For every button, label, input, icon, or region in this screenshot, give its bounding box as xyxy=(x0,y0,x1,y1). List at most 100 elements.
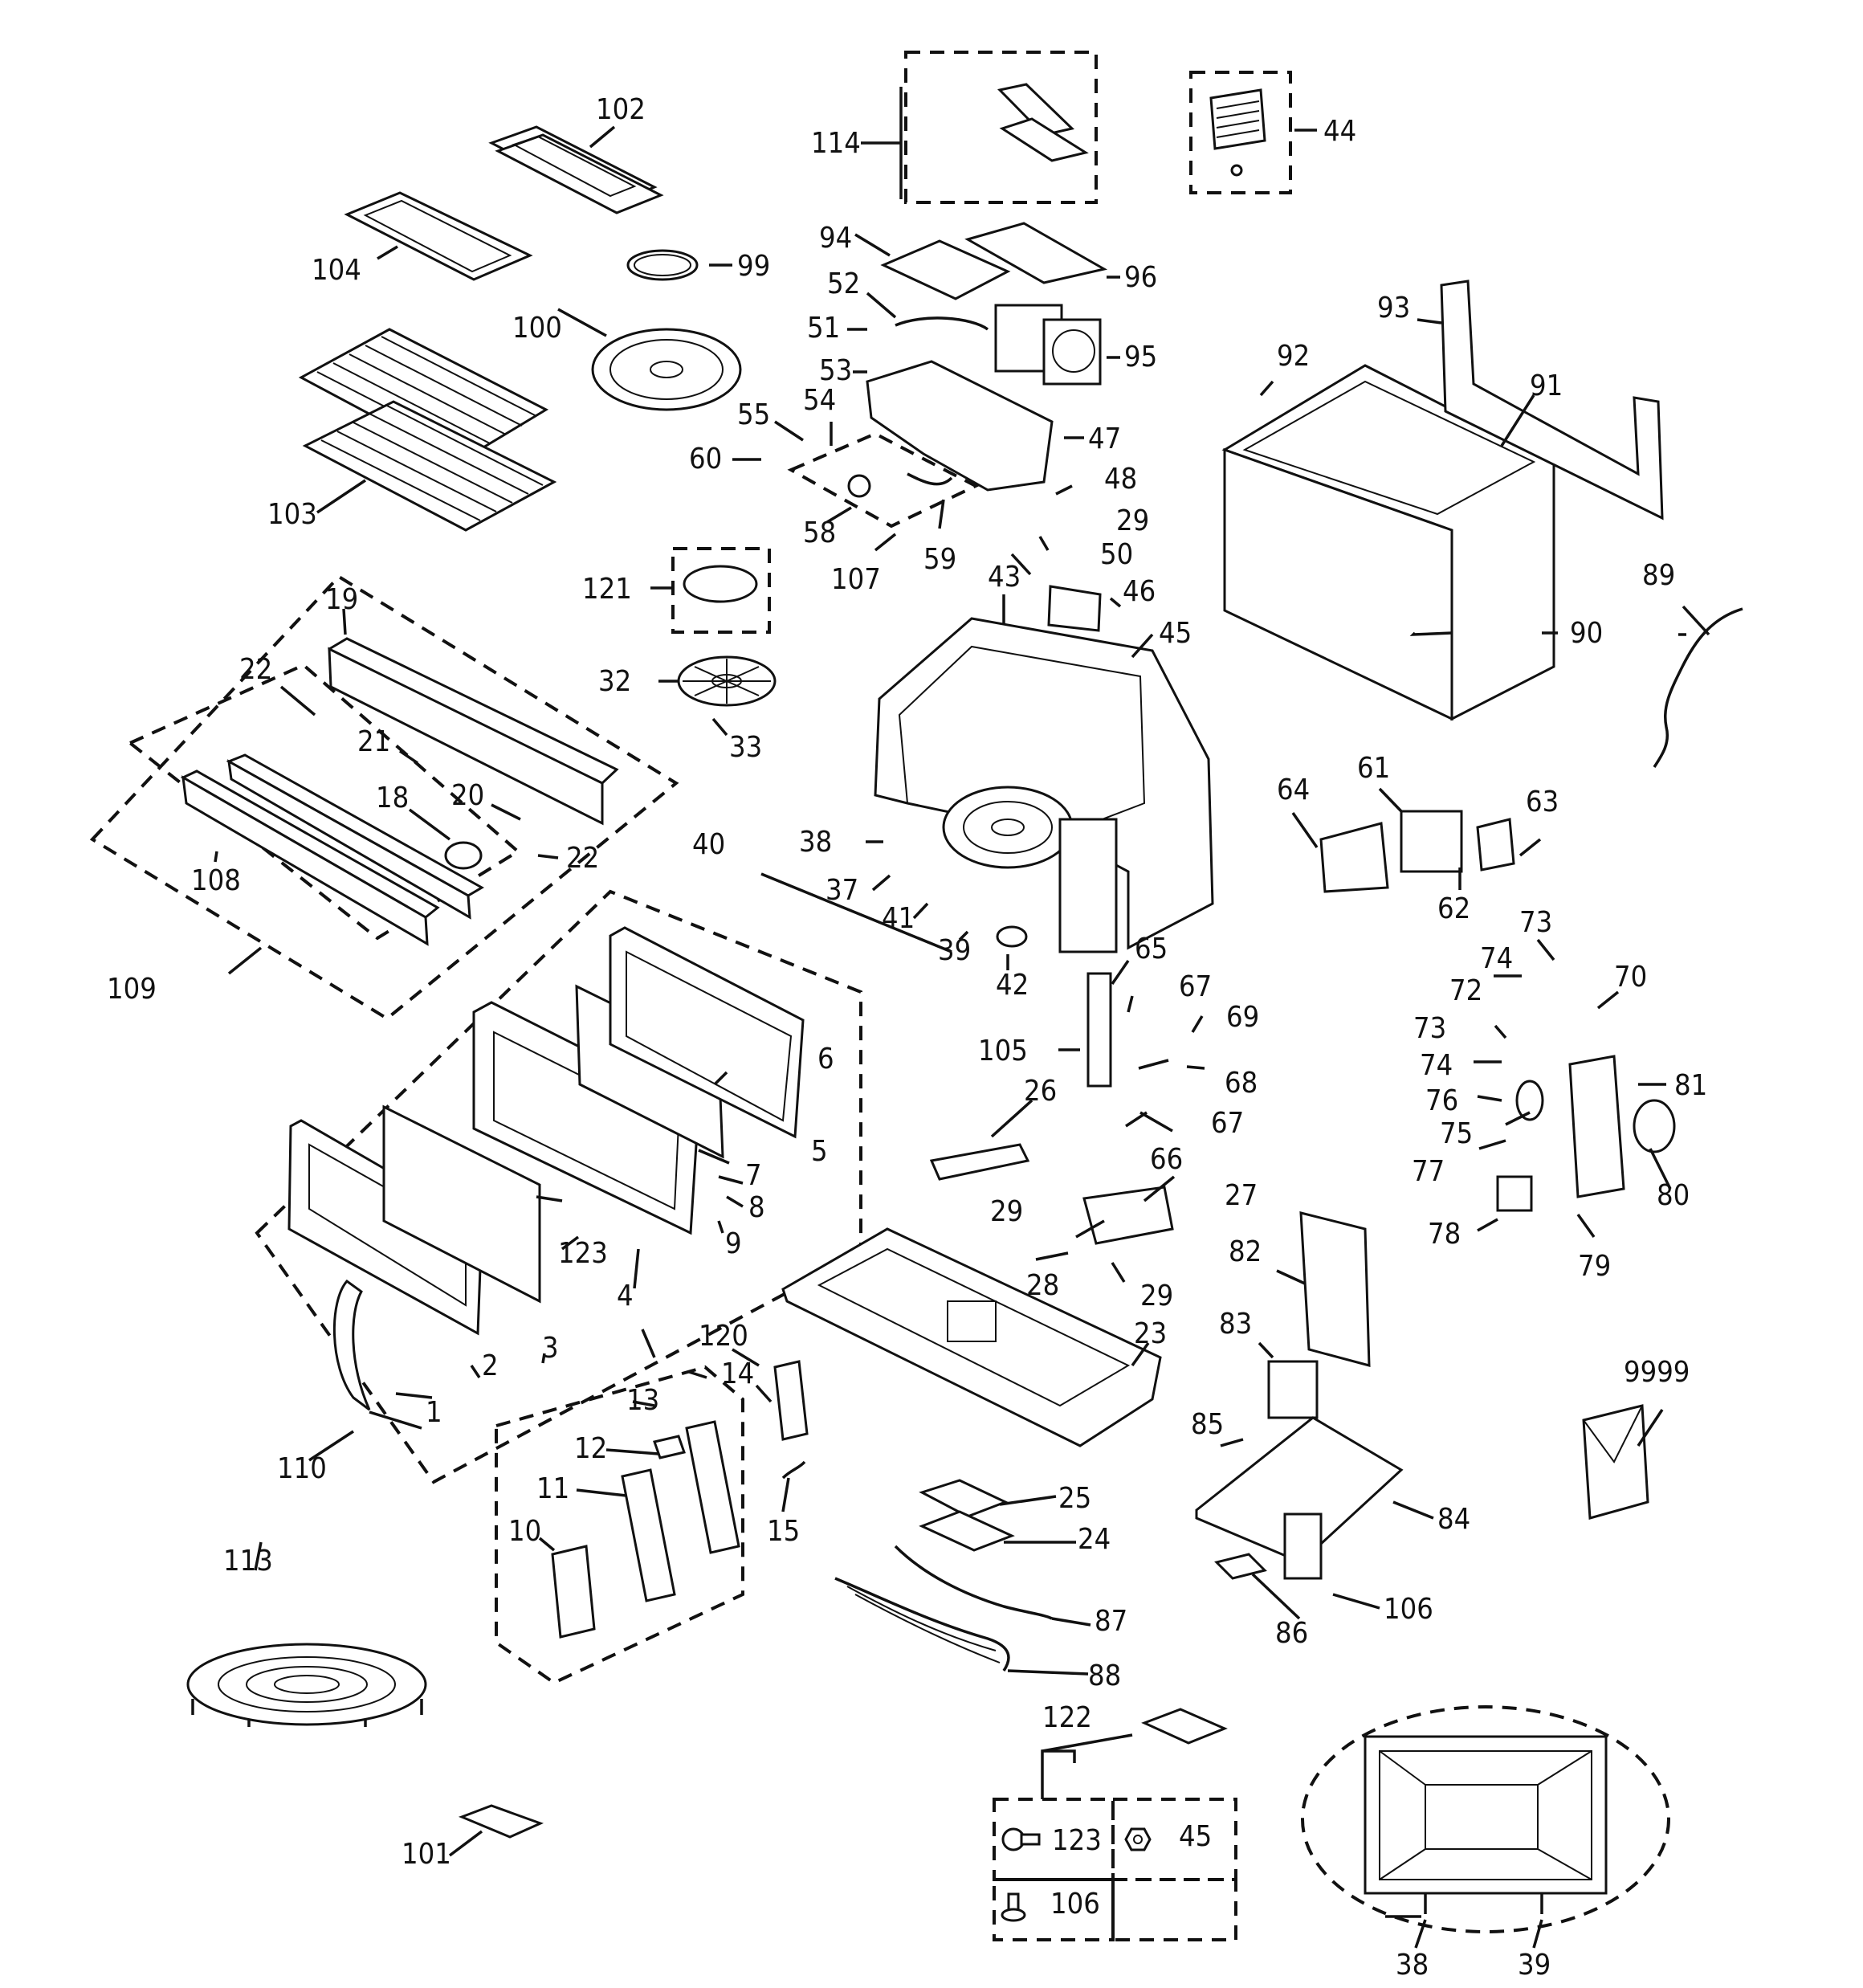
part-87-harness xyxy=(894,1545,1053,1620)
callout-48: 48 xyxy=(1104,463,1137,496)
callout-29b: 29 xyxy=(990,1195,1023,1228)
part-114-vent xyxy=(997,83,1089,162)
callout-32: 32 xyxy=(598,665,631,698)
callout-28: 28 xyxy=(1026,1269,1059,1302)
part-89-power-cord xyxy=(1653,607,1743,768)
part-70-bracket xyxy=(1568,1055,1625,1198)
callout-46: 46 xyxy=(1123,575,1156,608)
callout-106b: 106 xyxy=(1050,1888,1100,1921)
part-94-cover xyxy=(880,239,1011,300)
callout-40: 40 xyxy=(692,828,725,861)
leader-lines xyxy=(214,87,1710,1949)
callout-10: 10 xyxy=(508,1515,541,1548)
callout-120: 120 xyxy=(699,1320,748,1353)
callout-51: 51 xyxy=(807,312,840,345)
part-42-motor xyxy=(996,925,1028,948)
callout-122: 122 xyxy=(1042,1701,1092,1734)
callout-14: 14 xyxy=(721,1357,754,1390)
part-84-post xyxy=(1283,1512,1323,1580)
part-46-grille xyxy=(1047,585,1102,632)
part-40-rod xyxy=(760,872,952,953)
callout-105: 105 xyxy=(978,1035,1028,1067)
group-110-box xyxy=(255,889,862,1484)
callout-2: 2 xyxy=(482,1349,499,1382)
part-10-overlay xyxy=(551,1545,596,1639)
callout-55: 55 xyxy=(737,398,770,431)
callout-42: 42 xyxy=(996,969,1029,1002)
callout-103: 103 xyxy=(267,498,317,531)
part-95-fan-motor xyxy=(994,304,1102,386)
callout-41: 41 xyxy=(882,902,915,935)
callout-27: 27 xyxy=(1225,1179,1258,1212)
callout-8: 8 xyxy=(748,1191,765,1224)
part-100-turntable xyxy=(591,328,742,411)
callout-69: 69 xyxy=(1226,1001,1259,1034)
callout-45b: 45 xyxy=(1179,1820,1212,1853)
callout-1: 1 xyxy=(426,1396,442,1429)
part-main-cavity xyxy=(874,617,1214,953)
group-121-box xyxy=(671,547,771,634)
group-107-box xyxy=(787,431,980,529)
callout-47: 47 xyxy=(1088,423,1121,455)
part-104-filter-frame xyxy=(344,191,533,281)
callout-61: 61 xyxy=(1357,752,1390,785)
callout-83: 83 xyxy=(1219,1308,1252,1341)
callout-91: 91 xyxy=(1530,369,1563,402)
callout-106a: 106 xyxy=(1384,1593,1433,1626)
part-15-spring xyxy=(781,1460,806,1480)
callout-15: 15 xyxy=(767,1515,800,1548)
callout-85: 85 xyxy=(1191,1408,1224,1441)
callout-6: 6 xyxy=(817,1043,834,1076)
callout-123a: 123 xyxy=(558,1237,608,1270)
callout-19: 19 xyxy=(325,583,358,616)
callout-79: 79 xyxy=(1578,1250,1611,1283)
part-88-harness xyxy=(834,1577,1010,1672)
fastener-45-nut xyxy=(1124,1827,1152,1851)
part-121-coupler xyxy=(683,565,758,603)
callout-25: 25 xyxy=(1058,1482,1091,1515)
part-82-panel xyxy=(1299,1211,1371,1367)
part-9999-manual xyxy=(1582,1404,1649,1520)
part-64-waveguide xyxy=(1319,822,1389,893)
part-103-racks xyxy=(298,328,557,532)
group-109-box xyxy=(89,574,679,1021)
callout-53: 53 xyxy=(819,354,852,387)
part-18-knob xyxy=(444,841,483,870)
group-122-box-empty xyxy=(1111,1878,1237,1941)
callout-100: 100 xyxy=(512,312,562,345)
part-83-transformer xyxy=(1267,1360,1319,1419)
callout-114: 114 xyxy=(811,127,861,160)
callout-7: 7 xyxy=(745,1159,762,1192)
callout-87: 87 xyxy=(1095,1605,1127,1638)
group-122-box-106 xyxy=(993,1878,1115,1941)
part-13-board xyxy=(685,1420,740,1554)
callout-93: 93 xyxy=(1377,292,1410,325)
callout-21: 21 xyxy=(357,725,390,758)
callout-66: 66 xyxy=(1150,1143,1183,1176)
part-27-light xyxy=(1082,1186,1174,1245)
callout-73b: 73 xyxy=(1413,1012,1446,1045)
callout-9: 9 xyxy=(725,1227,742,1260)
fastener-123-screw xyxy=(1001,1827,1041,1851)
callout-64: 64 xyxy=(1277,774,1310,806)
group-122-box-45 xyxy=(1111,1798,1237,1881)
callout-67a: 67 xyxy=(1179,970,1212,1003)
callout-67b: 67 xyxy=(1211,1107,1244,1140)
callout-52: 52 xyxy=(827,267,860,300)
part-61-magnetron xyxy=(1400,810,1463,873)
part-25-cover xyxy=(919,1479,1009,1518)
part-102-filter xyxy=(488,125,664,214)
callout-39a: 39 xyxy=(938,934,971,967)
part-110-door xyxy=(287,926,805,1411)
part-52-harness xyxy=(895,316,989,331)
callout-44: 44 xyxy=(1323,115,1356,148)
callout-78: 78 xyxy=(1428,1218,1461,1251)
part-75-capacitor xyxy=(1515,1080,1544,1121)
part-65-switch-bracket xyxy=(1086,972,1112,1088)
callout-73a: 73 xyxy=(1519,906,1552,939)
part-63-duct xyxy=(1476,818,1515,872)
callout-75: 75 xyxy=(1440,1117,1473,1150)
bottom-view-plate xyxy=(1364,1735,1608,1914)
callout-92: 92 xyxy=(1277,340,1310,373)
